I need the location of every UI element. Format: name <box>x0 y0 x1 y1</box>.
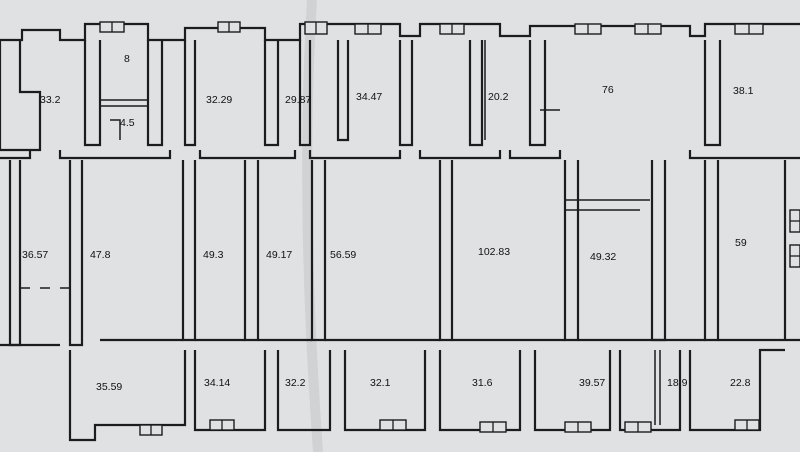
window-top-1 <box>99 21 125 33</box>
top-outer-wall <box>0 22 800 42</box>
room-area-label: 34.14 <box>204 377 230 389</box>
window-bottom-7 <box>734 419 760 431</box>
bottom-room-wall-3 <box>276 350 332 432</box>
top-room-wall-1 <box>0 40 42 152</box>
area-labels: 33.2 8 4.5 32.29 29.87 34.47 20.2 76 38.… <box>22 53 754 393</box>
window-bottom-5 <box>564 421 592 433</box>
mid-room-wall-8 <box>703 160 787 342</box>
room-area-label: 47.8 <box>90 249 111 261</box>
bottom-room-wall-1 <box>68 350 187 442</box>
mid-room-wall-5 <box>310 160 327 342</box>
window-top-7 <box>634 23 662 35</box>
mid-room-wall-3 <box>181 160 197 342</box>
room-area-label: 20.2 <box>488 91 509 103</box>
window-top-5 <box>439 23 465 35</box>
top-room-wall-3 <box>146 40 164 147</box>
room-area-label: 31.6 <box>472 377 493 389</box>
window-right-1 <box>789 209 800 233</box>
bottom-room-wall-7 <box>688 348 785 432</box>
room-area-label: 22.8 <box>730 377 751 389</box>
walls <box>0 22 800 442</box>
room-area-label: 56.59 <box>330 249 356 261</box>
windows <box>99 21 800 436</box>
room-area-label: 33.2 <box>40 94 61 106</box>
top-room-wall-2 <box>83 40 102 147</box>
window-top-4 <box>354 23 382 35</box>
top-room-wall-7 <box>528 40 722 147</box>
room-area-label: 35.59 <box>96 381 122 393</box>
window-bottom-4 <box>479 421 507 433</box>
corridor-top-wall <box>0 150 800 160</box>
window-bottom-2 <box>209 419 235 431</box>
room-area-label: 32.2 <box>285 377 306 389</box>
room-area-label: 18.9 <box>667 377 688 389</box>
room-area-label: 59 <box>735 237 747 249</box>
window-bottom-6 <box>624 421 652 433</box>
room-area-label: 29.87 <box>285 94 311 106</box>
room-area-label: 32.1 <box>370 377 391 389</box>
window-top-8 <box>734 23 764 35</box>
window-right-2 <box>789 244 800 268</box>
room-area-label: 102.83 <box>478 246 510 258</box>
room-area-label: 76 <box>602 84 614 96</box>
window-top-3 <box>304 21 328 35</box>
mid-partitions <box>20 199 650 289</box>
room-area-label: 49.17 <box>266 249 292 261</box>
mid-room-wall-4 <box>243 160 260 342</box>
window-top-6 <box>574 23 602 35</box>
window-top-2 <box>217 21 241 33</box>
room-area-label: 8 <box>124 53 130 65</box>
top-room-wall-4 <box>183 40 280 147</box>
bottom-partitions <box>654 350 661 425</box>
room-area-label: 49.3 <box>203 249 224 261</box>
room-area-label: 36.57 <box>22 249 48 261</box>
mid-room-wall-2 <box>68 160 84 347</box>
room-area-label: 38.1 <box>733 85 754 97</box>
top-partitions <box>100 40 560 140</box>
room-area-label: 39.57 <box>579 377 605 389</box>
mid-room-wall-6 <box>438 160 454 342</box>
room-area-label: 49.32 <box>590 251 616 263</box>
top-room-wall-5 <box>298 40 350 147</box>
window-bottom-1 <box>139 424 163 436</box>
room-area-label: 32.29 <box>206 94 232 106</box>
room-area-label: 4.5 <box>120 117 135 129</box>
top-room-wall-6 <box>398 40 484 147</box>
room-area-label: 34.47 <box>356 91 382 103</box>
window-bottom-3 <box>379 419 407 431</box>
corridor-bottom-wall <box>0 338 800 347</box>
